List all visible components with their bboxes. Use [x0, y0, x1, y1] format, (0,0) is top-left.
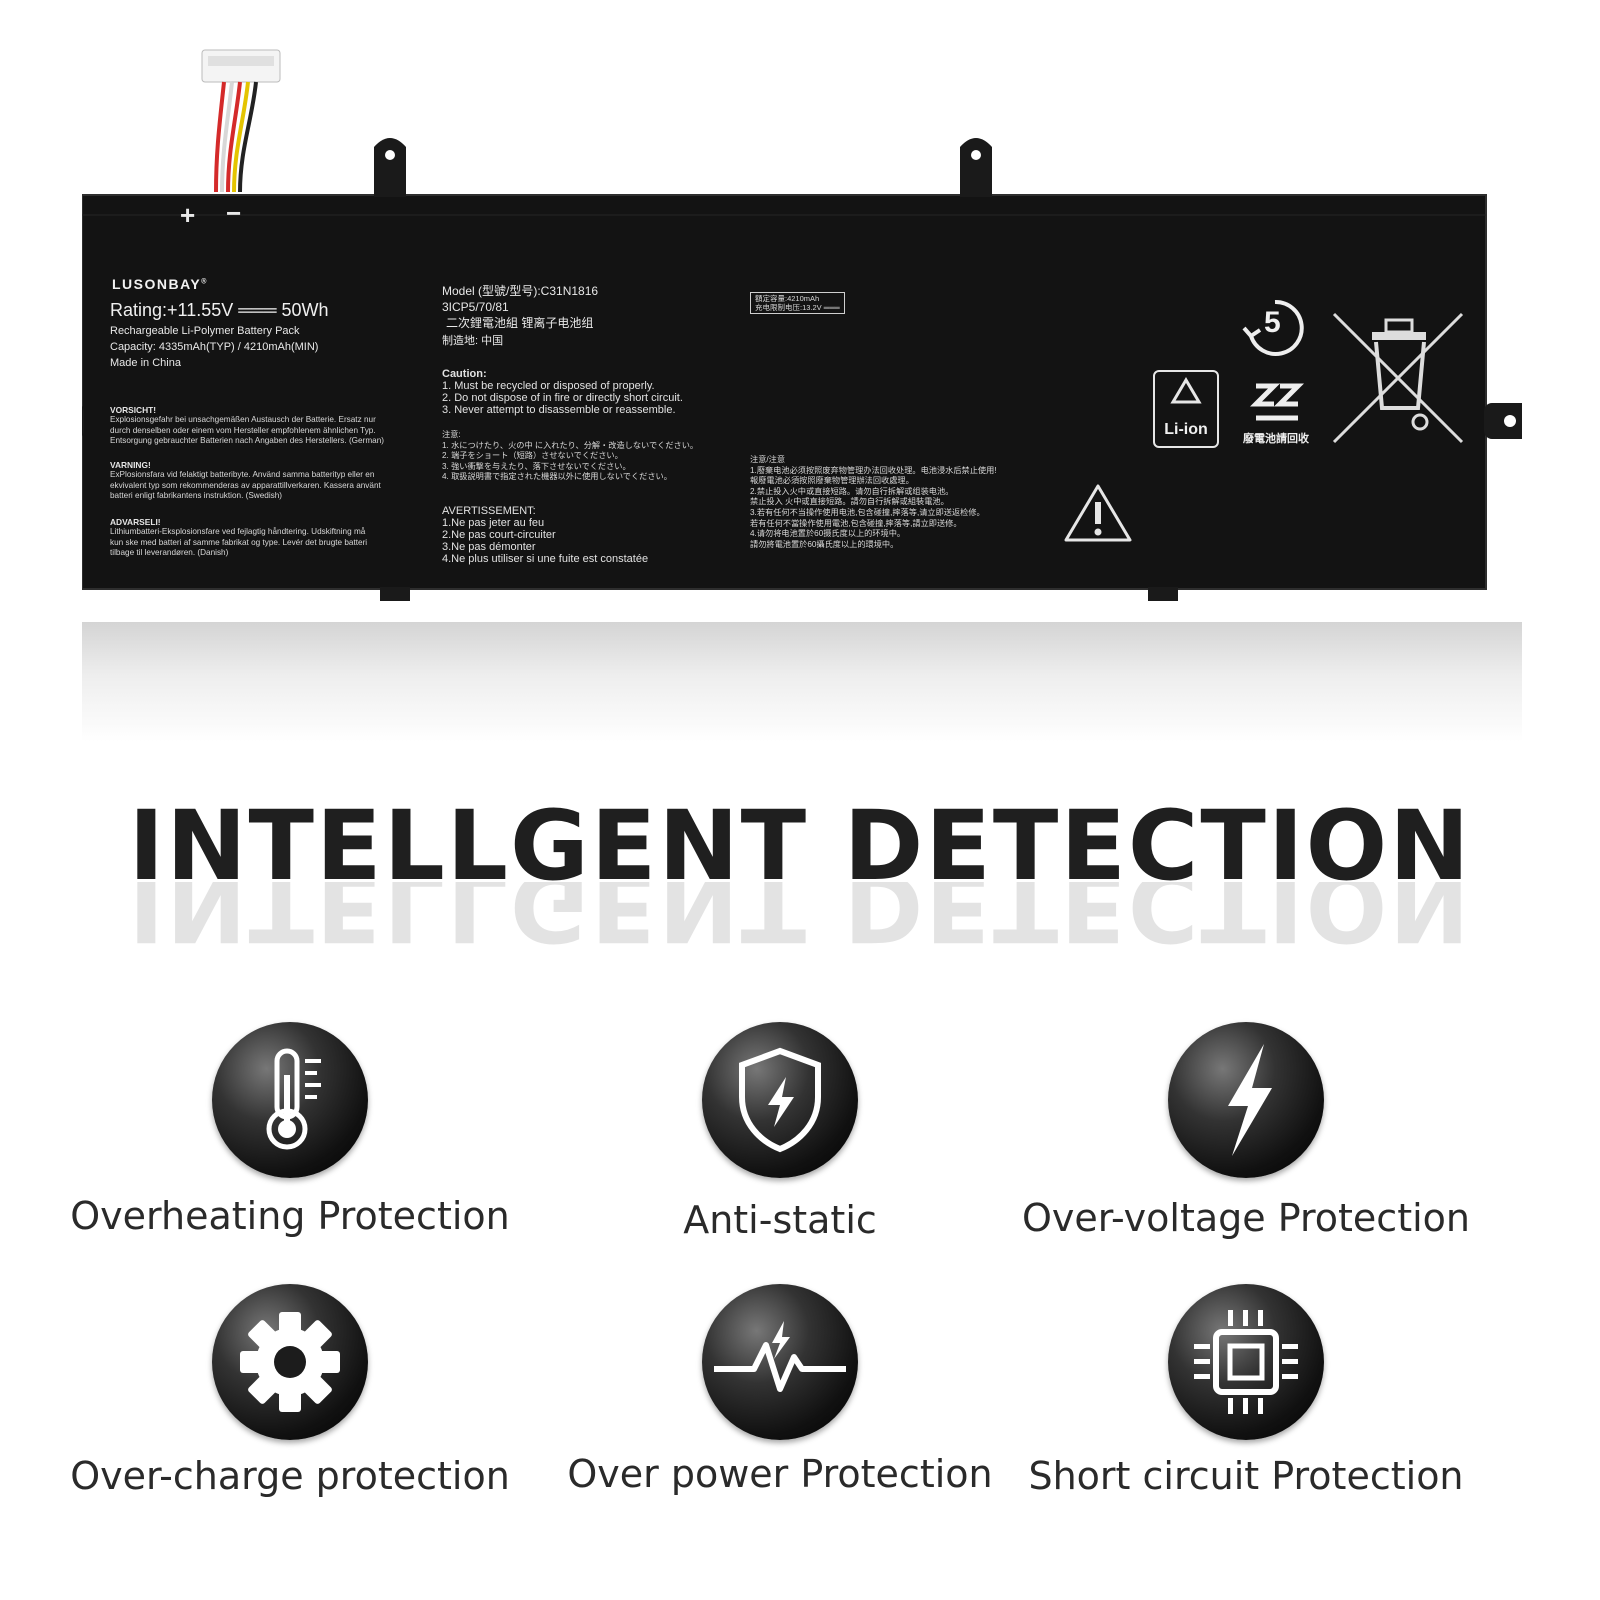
recycle-5-icon — [1242, 299, 1304, 356]
cn-battery-name: 二次鋰電池組 锂离子电池组 — [446, 316, 594, 330]
brand-logo: LUSONBAY® — [112, 276, 208, 292]
french-warning: AVERTISSEMENT: 1.Ne pas jeter au feu 2.N… — [442, 505, 649, 565]
spec-box: 額定容量:4210mAh 充电限制电压:13.2V ═══ — [750, 292, 845, 314]
battery-reflection — [82, 622, 1522, 742]
pulse-bolt-icon — [702, 1284, 858, 1440]
feature-label: Over-voltage Protection — [1022, 1196, 1470, 1240]
recycle-arrows-icon — [1170, 377, 1202, 404]
gear-icon — [212, 1284, 368, 1440]
chip-icon — [1168, 1284, 1324, 1440]
battery-product: + − LUSONBAY® Rating:+11.55V ═══ 50Wh Re… — [0, 0, 1600, 640]
feature-label: Short circuit Protection — [1028, 1454, 1464, 1498]
terminal-minus: − — [226, 198, 242, 228]
feature-label: Overheating Protection — [70, 1194, 510, 1238]
feature-label: Anti-static — [683, 1198, 877, 1242]
shield-bolt-icon — [702, 1022, 858, 1178]
page-headline: INTELLGENT DETECTION — [128, 790, 1472, 902]
origin-text: 制造地: 中国 — [442, 335, 504, 347]
battery-body — [82, 138, 1522, 601]
model-number: Model (型號/型号):C31N1816 — [442, 284, 599, 298]
recycle-number: 5 — [1264, 306, 1281, 339]
recycle-cn-label: 廢電池請回收 — [1243, 433, 1309, 445]
japanese-caution: 注意: 1. 水につけたり、火の中 に入れたり、分解・改造しないでください。 2… — [442, 430, 699, 482]
liion-recycle-badge: Li-ion — [1153, 370, 1219, 448]
feature-short-circuit: Short circuit Protection — [1006, 1284, 1486, 1498]
made-in: Made in China — [110, 357, 181, 369]
pack-type: Rechargeable Li-Polymer Battery Pack — [110, 325, 300, 337]
lightning-bolt-icon — [1168, 1022, 1324, 1178]
cn-recycle-mark-icon — [1250, 383, 1304, 421]
warning-danish: ADVARSELI! Lithiumbatteri-Eksplosionsfar… — [110, 517, 368, 558]
warning-swedish: VARNING! ExPlosionsfara vid felaktigt ba… — [110, 460, 381, 501]
warning-triangle-icon — [1064, 484, 1132, 542]
feature-over-charge: Over-charge protection — [50, 1284, 530, 1498]
crossed-bin-icon — [1332, 312, 1464, 444]
connector-cable — [201, 49, 281, 193]
warning-german: VORSICHT! Explosionsgefahr bei unsachgem… — [110, 405, 384, 446]
terminal-plus: + — [180, 200, 196, 230]
feature-anti-static: Anti-static — [540, 1022, 1020, 1242]
headline-reflection: INTELLGENT DETECTION — [128, 882, 1472, 962]
thermometer-icon — [212, 1022, 368, 1178]
caution-block: Caution: 1. Must be recycled or disposed… — [442, 368, 683, 416]
feature-over-power: Over power Protection — [540, 1284, 1020, 1496]
liion-label: Li-ion — [1164, 421, 1208, 438]
feature-label: Over-charge protection — [70, 1454, 510, 1498]
feature-over-voltage: Over-voltage Protection — [1006, 1022, 1486, 1240]
feature-overheating: Overheating Protection — [50, 1022, 530, 1238]
battery-rating: Rating:+11.55V ═══ 50Wh — [110, 300, 329, 320]
feature-label: Over power Protection — [567, 1452, 993, 1496]
cell-code: 3ICP5/70/81 — [442, 300, 509, 314]
chinese-caution: 注意/注意 1.廢棄电池必须按照废弃物管理办法回收处理。电池浸水后禁止使用! 報… — [750, 455, 997, 549]
capacity-text: Capacity: 4335mAh(TYP) / 4210mAh(MIN) — [110, 341, 319, 353]
